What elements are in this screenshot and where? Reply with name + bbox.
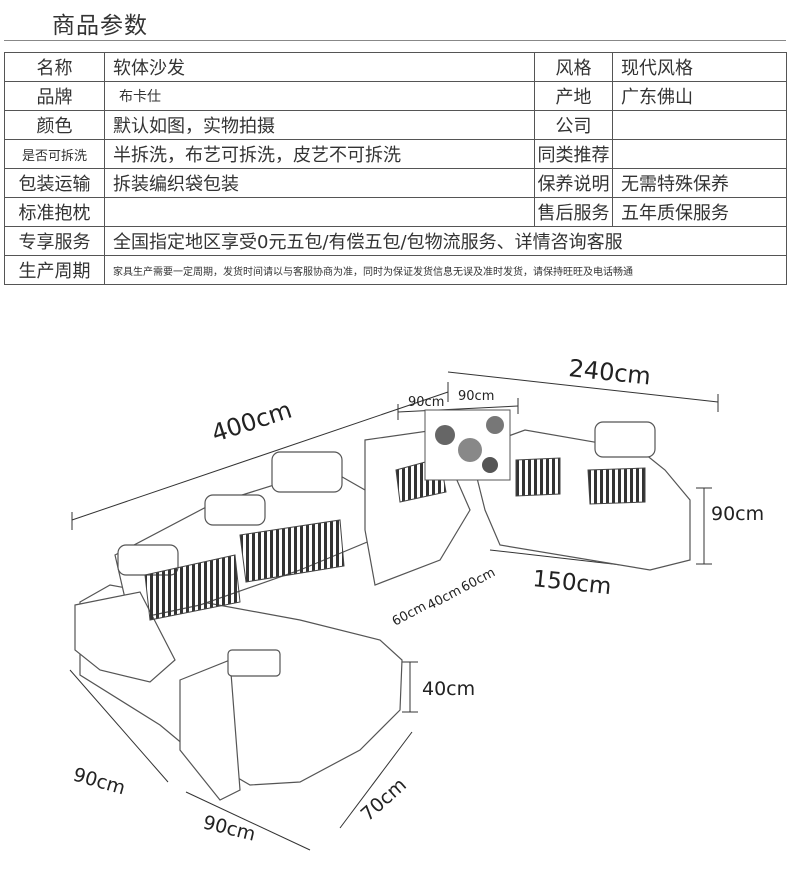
- spec-label: 品牌: [4, 81, 105, 111]
- dim-right-depth: 150cm: [531, 566, 612, 600]
- dim-seat-b: 90cm: [458, 389, 494, 404]
- spec-value: 五年质保服务: [612, 197, 787, 227]
- spec-value: 拆装编织袋包装: [104, 168, 535, 198]
- section-title: 商品参数: [52, 13, 148, 39]
- spec-value: 广东佛山: [612, 81, 787, 111]
- dim-chaise-depth: 70cm: [357, 774, 411, 826]
- spec-label: 是否可拆洗: [4, 139, 105, 169]
- dim-right-height: 90cm: [711, 503, 764, 525]
- spec-label: 名称: [4, 52, 105, 82]
- dim-chaise-height: 40cm: [422, 678, 475, 700]
- dim-console-a: 60cm: [390, 599, 429, 629]
- dim-left-depth: 90cm: [71, 764, 128, 800]
- floral-pillow: [424, 409, 511, 481]
- spec-label: 产地: [534, 81, 613, 111]
- spec-value: [612, 139, 787, 169]
- spec-value: 半拆洗，布艺可拆洗，皮艺不可拆洗: [104, 139, 535, 169]
- table-row: 生产周期 家具生产需要一定周期，发货时间请以与客服协商为准，同时为保证发货信息无…: [4, 255, 787, 285]
- table-row: 标准抱枕 售后服务 五年质保服务: [4, 197, 787, 227]
- sofa-dimension-drawing: 400cm 240cm 90cm 90cm 90cm 150cm 60cm 40…: [0, 330, 790, 892]
- table-row: 品牌 布卡仕 产地 广东佛山: [4, 81, 787, 111]
- spec-value: 默认如图，实物拍摄: [104, 110, 535, 140]
- dim-chaise-width: 90cm: [201, 812, 258, 846]
- dim-right-length: 240cm: [567, 354, 652, 390]
- dim-total-length: 400cm: [208, 396, 295, 448]
- spec-table: 名称 软体沙发 风格 现代风格 品牌 布卡仕 产地 广东佛山 颜色 默认如图，实…: [4, 52, 787, 285]
- spec-value: 全国指定地区享受0元五包/有偿五包/包物流服务、详情咨询客服: [104, 226, 787, 256]
- spec-value: 现代风格: [612, 52, 787, 82]
- dimension-lines: [69, 371, 719, 851]
- header-divider: [4, 40, 786, 41]
- spec-label: 风格: [534, 52, 613, 82]
- table-row: 名称 软体沙发 风格 现代风格: [4, 52, 787, 82]
- table-row: 专享服务 全国指定地区享受0元五包/有偿五包/包物流服务、详情咨询客服: [4, 226, 787, 256]
- spec-label: 标准抱枕: [4, 197, 105, 227]
- table-row: 是否可拆洗 半拆洗，布艺可拆洗，皮艺不可拆洗 同类推荐: [4, 139, 787, 169]
- spec-label: 售后服务: [534, 197, 613, 227]
- spec-value: 软体沙发: [104, 52, 535, 82]
- spec-label: 公司: [534, 110, 613, 140]
- spec-value: 布卡仕: [104, 81, 535, 111]
- sofa-sketch: 400cm 240cm 90cm 90cm 90cm 150cm 60cm 40…: [69, 354, 764, 851]
- spec-value: [104, 197, 535, 227]
- spec-label: 同类推荐: [534, 139, 613, 169]
- spec-value: 家具生产需要一定周期，发货时间请以与客服协商为准，同时为保证发货信息无误及准时发…: [104, 255, 787, 285]
- spec-label: 包装运输: [4, 168, 105, 198]
- spec-value: [612, 110, 787, 140]
- table-row: 颜色 默认如图，实物拍摄 公司: [4, 110, 787, 140]
- spec-label: 专享服务: [4, 226, 105, 256]
- dim-console-b: 40cm: [425, 583, 464, 613]
- spec-label: 保养说明: [534, 168, 613, 198]
- dim-console-c: 60cm: [459, 565, 498, 595]
- spec-value: 无需特殊保养: [612, 168, 787, 198]
- table-row: 包装运输 拆装编织袋包装 保养说明 无需特殊保养: [4, 168, 787, 198]
- striped-pillows: [144, 457, 646, 621]
- section-header: 商品参数: [0, 0, 790, 42]
- spec-label: 生产周期: [4, 255, 105, 285]
- spec-label: 颜色: [4, 110, 105, 140]
- dim-seat-a: 90cm: [408, 395, 444, 410]
